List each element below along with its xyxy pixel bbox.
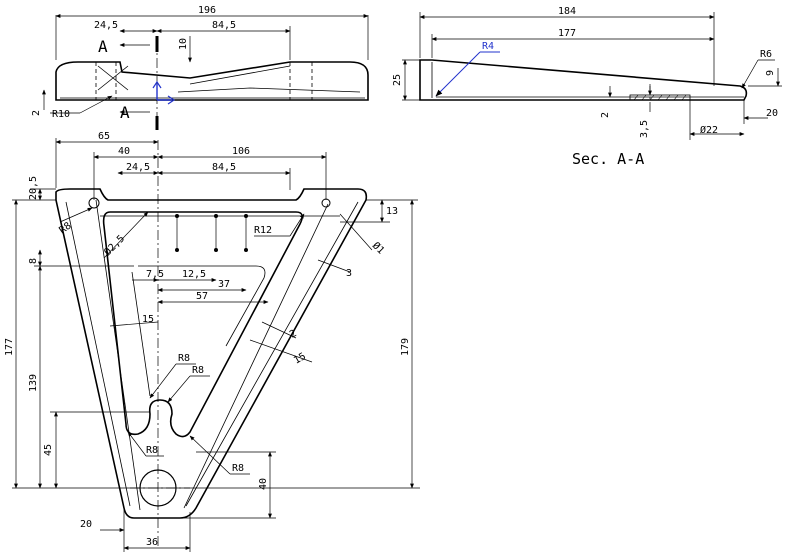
dim-179: 179 bbox=[400, 338, 411, 356]
dim-r10: R10 bbox=[52, 109, 70, 120]
leader-d2-5 bbox=[103, 211, 149, 259]
dim-24-5-front: 24,5 bbox=[126, 162, 150, 173]
axis-arrow-up bbox=[152, 80, 162, 89]
dim-84-5-front: 84,5 bbox=[212, 162, 236, 173]
cut-letter-top: A bbox=[98, 37, 108, 56]
section-hatch bbox=[633, 94, 687, 101]
axis-arrow-right bbox=[167, 95, 176, 105]
dim-r8-a: R8 bbox=[178, 353, 190, 364]
dim-177-section: 177 bbox=[558, 28, 576, 39]
dim-9: 9 bbox=[765, 70, 776, 76]
front-view: 65 40 106 24,5 84,5 20,5 177 8 139 45 17… bbox=[4, 131, 420, 552]
dim-8: 8 bbox=[28, 258, 39, 264]
axis-marker bbox=[156, 84, 172, 101]
dim-d1: Ø1 bbox=[370, 240, 387, 257]
leader-r4 bbox=[435, 51, 481, 97]
dim-r4: R4 bbox=[482, 41, 494, 52]
section-recess bbox=[629, 94, 691, 101]
hole-grid bbox=[100, 214, 340, 252]
dim-36: 36 bbox=[146, 537, 158, 548]
front-inner-rim bbox=[65, 199, 359, 511]
dim-177-front: 177 bbox=[4, 338, 15, 356]
dim-2-front: 2 bbox=[288, 328, 299, 341]
dim-184: 184 bbox=[558, 6, 576, 17]
leader-r6 bbox=[741, 59, 759, 89]
hole-right-top bbox=[321, 198, 331, 208]
dim-106: 106 bbox=[232, 146, 250, 157]
dim-r8-b: R8 bbox=[192, 365, 204, 376]
front-inner-pocket bbox=[131, 265, 266, 397]
leader-r10 bbox=[79, 95, 113, 114]
dim-2-top: 2 bbox=[31, 110, 42, 116]
leader-3 bbox=[317, 259, 351, 273]
dim-15: 15 bbox=[142, 314, 154, 325]
front-outline bbox=[55, 188, 368, 519]
dim-13: 13 bbox=[386, 206, 398, 217]
dim-37: 37 bbox=[218, 279, 230, 290]
dim-45: 45 bbox=[43, 444, 54, 456]
dim-3: 3 bbox=[346, 268, 352, 279]
dim-57: 57 bbox=[196, 291, 208, 302]
dim-20-section: 20 bbox=[766, 108, 778, 119]
dim-line-15 bbox=[109, 321, 159, 327]
dim-139: 139 bbox=[28, 374, 39, 392]
dim-7-5: 7,5 bbox=[146, 269, 164, 280]
dim-20-5: 20,5 bbox=[28, 176, 39, 200]
dim-24-5: 24,5 bbox=[94, 20, 118, 31]
dim-d22: Ø22 bbox=[700, 124, 718, 136]
dim-r8-d: R8 bbox=[232, 463, 244, 474]
dim-20-bottom: 20 bbox=[80, 519, 92, 530]
section-view: 184 177 R4 R6 25 9 2 3,5 Ø22 20 Sec. A-A bbox=[392, 6, 782, 168]
dim-r8-c: R8 bbox=[146, 445, 158, 456]
dim-2-section: 2 bbox=[600, 112, 611, 118]
dim-10: 10 bbox=[178, 38, 189, 50]
dim-196: 196 bbox=[198, 5, 216, 16]
front-pocket bbox=[102, 211, 304, 438]
dim-r8-corner: R8 bbox=[57, 221, 73, 237]
dim-25: 25 bbox=[392, 74, 403, 86]
dim-12-5: 12,5 bbox=[182, 269, 206, 280]
top-view: A A 196 24,5 84,5 10 2 R10 bbox=[31, 5, 369, 130]
dim-84-5: 84,5 bbox=[212, 20, 236, 31]
leader-d1 bbox=[339, 213, 373, 251]
dim-40: 40 bbox=[118, 146, 130, 157]
top-view-outline bbox=[55, 61, 369, 101]
top-view-cross bbox=[97, 65, 129, 91]
section-outline bbox=[419, 59, 748, 101]
leader-r8-corner bbox=[59, 207, 93, 223]
leader-15b bbox=[249, 339, 313, 363]
cut-letter-bottom: A bbox=[120, 103, 130, 122]
dim-r6: R6 bbox=[760, 49, 772, 60]
dim-40-front: 40 bbox=[258, 478, 269, 490]
dim-65: 65 bbox=[98, 131, 110, 142]
dim-3-5: 3,5 bbox=[639, 120, 650, 138]
dim-15b: 15 bbox=[292, 351, 308, 367]
leader-2 bbox=[261, 321, 297, 339]
dim-r12: R12 bbox=[254, 225, 272, 236]
section-label: Sec. A-A bbox=[572, 150, 644, 168]
top-view-inner-line bbox=[60, 65, 365, 99]
